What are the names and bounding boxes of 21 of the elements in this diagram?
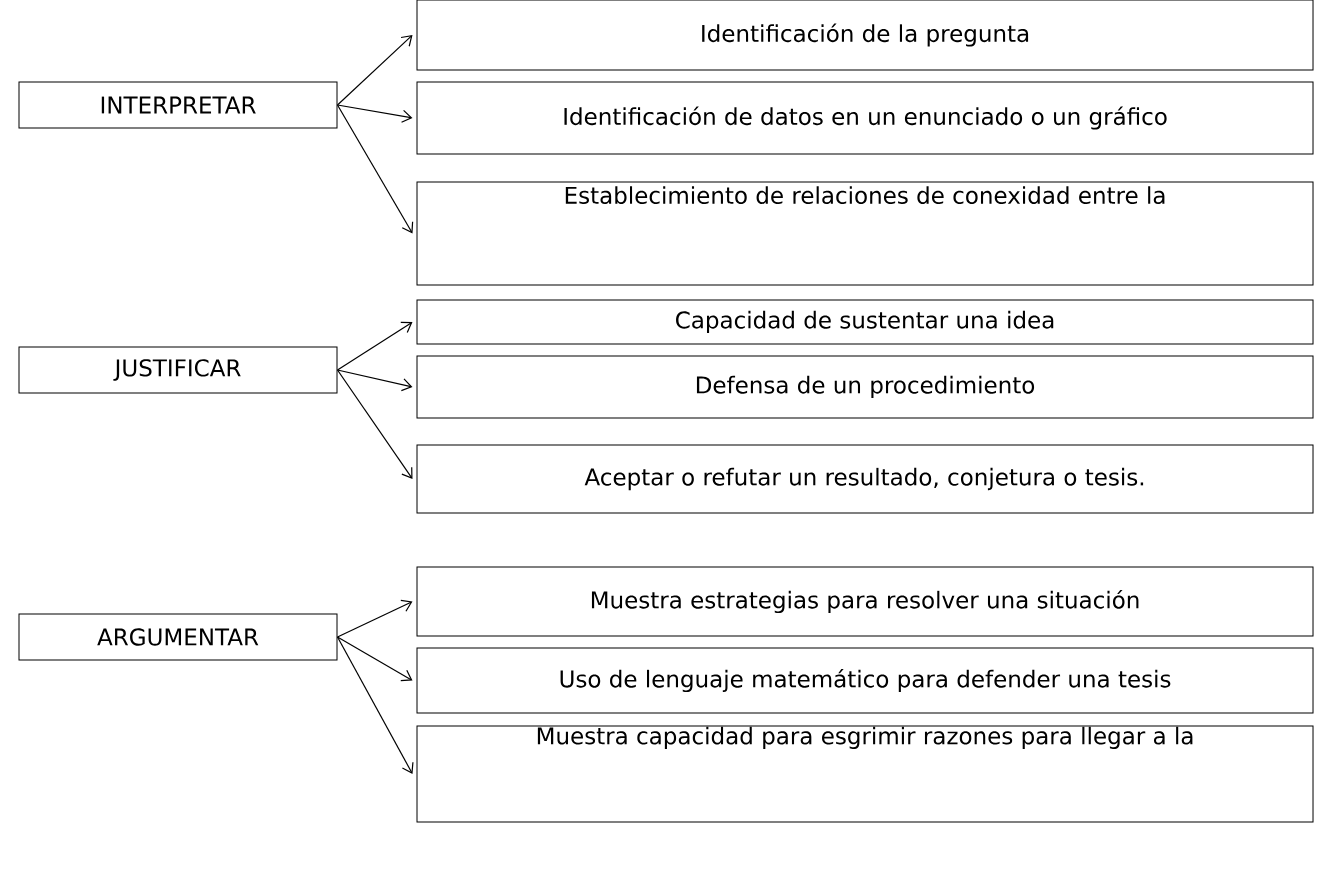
arrow [336, 35, 413, 106]
description-box: Capacidad de sustentar una idea [416, 299, 1314, 345]
description-box: Defensa de un procedimiento [416, 355, 1314, 419]
arrow [336, 369, 413, 479]
description-box: Identificación de datos en un enunciado o un gráfico [416, 81, 1314, 155]
description-box: Muestra capacidad para esgrimir razones para llegar a la [416, 725, 1314, 823]
arrow [336, 104, 413, 123]
arrow [336, 636, 414, 774]
arrow [336, 369, 413, 392]
category-box: JUSTIFICAR [18, 346, 338, 394]
description-box: Muestra estrategias para resolver una situación [416, 566, 1314, 637]
category-box: ARGUMENTAR [18, 613, 338, 661]
arrow [336, 321, 413, 371]
category-box: INTERPRETAR [18, 81, 338, 129]
arrow [336, 599, 413, 638]
arrow [336, 636, 413, 682]
arrow [336, 104, 414, 234]
description-box: Aceptar o refutar un resultado, conjetura o tesis. [416, 444, 1314, 514]
description-box: Identificación de la pregunta [416, 0, 1314, 71]
description-box: Uso de lenguaje matemático para defender una tesis [416, 647, 1314, 714]
description-box: Establecimiento de relaciones de conexidad entre la [416, 181, 1314, 286]
